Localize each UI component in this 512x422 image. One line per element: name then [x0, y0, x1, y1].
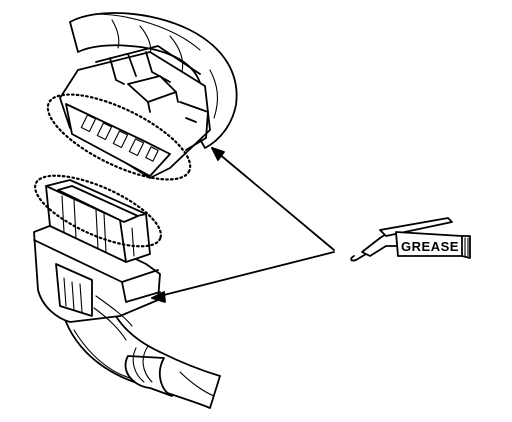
terminal-cavity	[80, 114, 97, 133]
terminal-cavity	[145, 146, 159, 162]
upper-connector	[59, 12, 238, 179]
lower-wire-sleeve	[124, 355, 173, 397]
pointer-arrows	[151, 147, 335, 303]
lower-plug-opening	[57, 185, 139, 223]
upper-mating-face	[65, 103, 171, 177]
terminal-cavity	[112, 130, 129, 149]
grease-label: GREASE	[401, 239, 459, 254]
grease-area-lower	[34, 174, 162, 248]
terminal-cavity	[96, 122, 113, 141]
grease-tube: GREASE	[350, 217, 471, 262]
grease-area-upper	[46, 93, 192, 181]
arrow-to-upper-connector	[211, 147, 335, 251]
lower-plug-body	[45, 179, 151, 263]
grease-tube-nozzle	[361, 231, 399, 257]
lower-wire-bundle	[59, 295, 221, 409]
lower-connector	[33, 179, 221, 409]
terminal-cavity	[128, 138, 145, 157]
upper-connector-housing	[59, 51, 211, 179]
arrow-to-lower-connector	[151, 251, 335, 299]
lower-lock-clip	[55, 263, 93, 317]
